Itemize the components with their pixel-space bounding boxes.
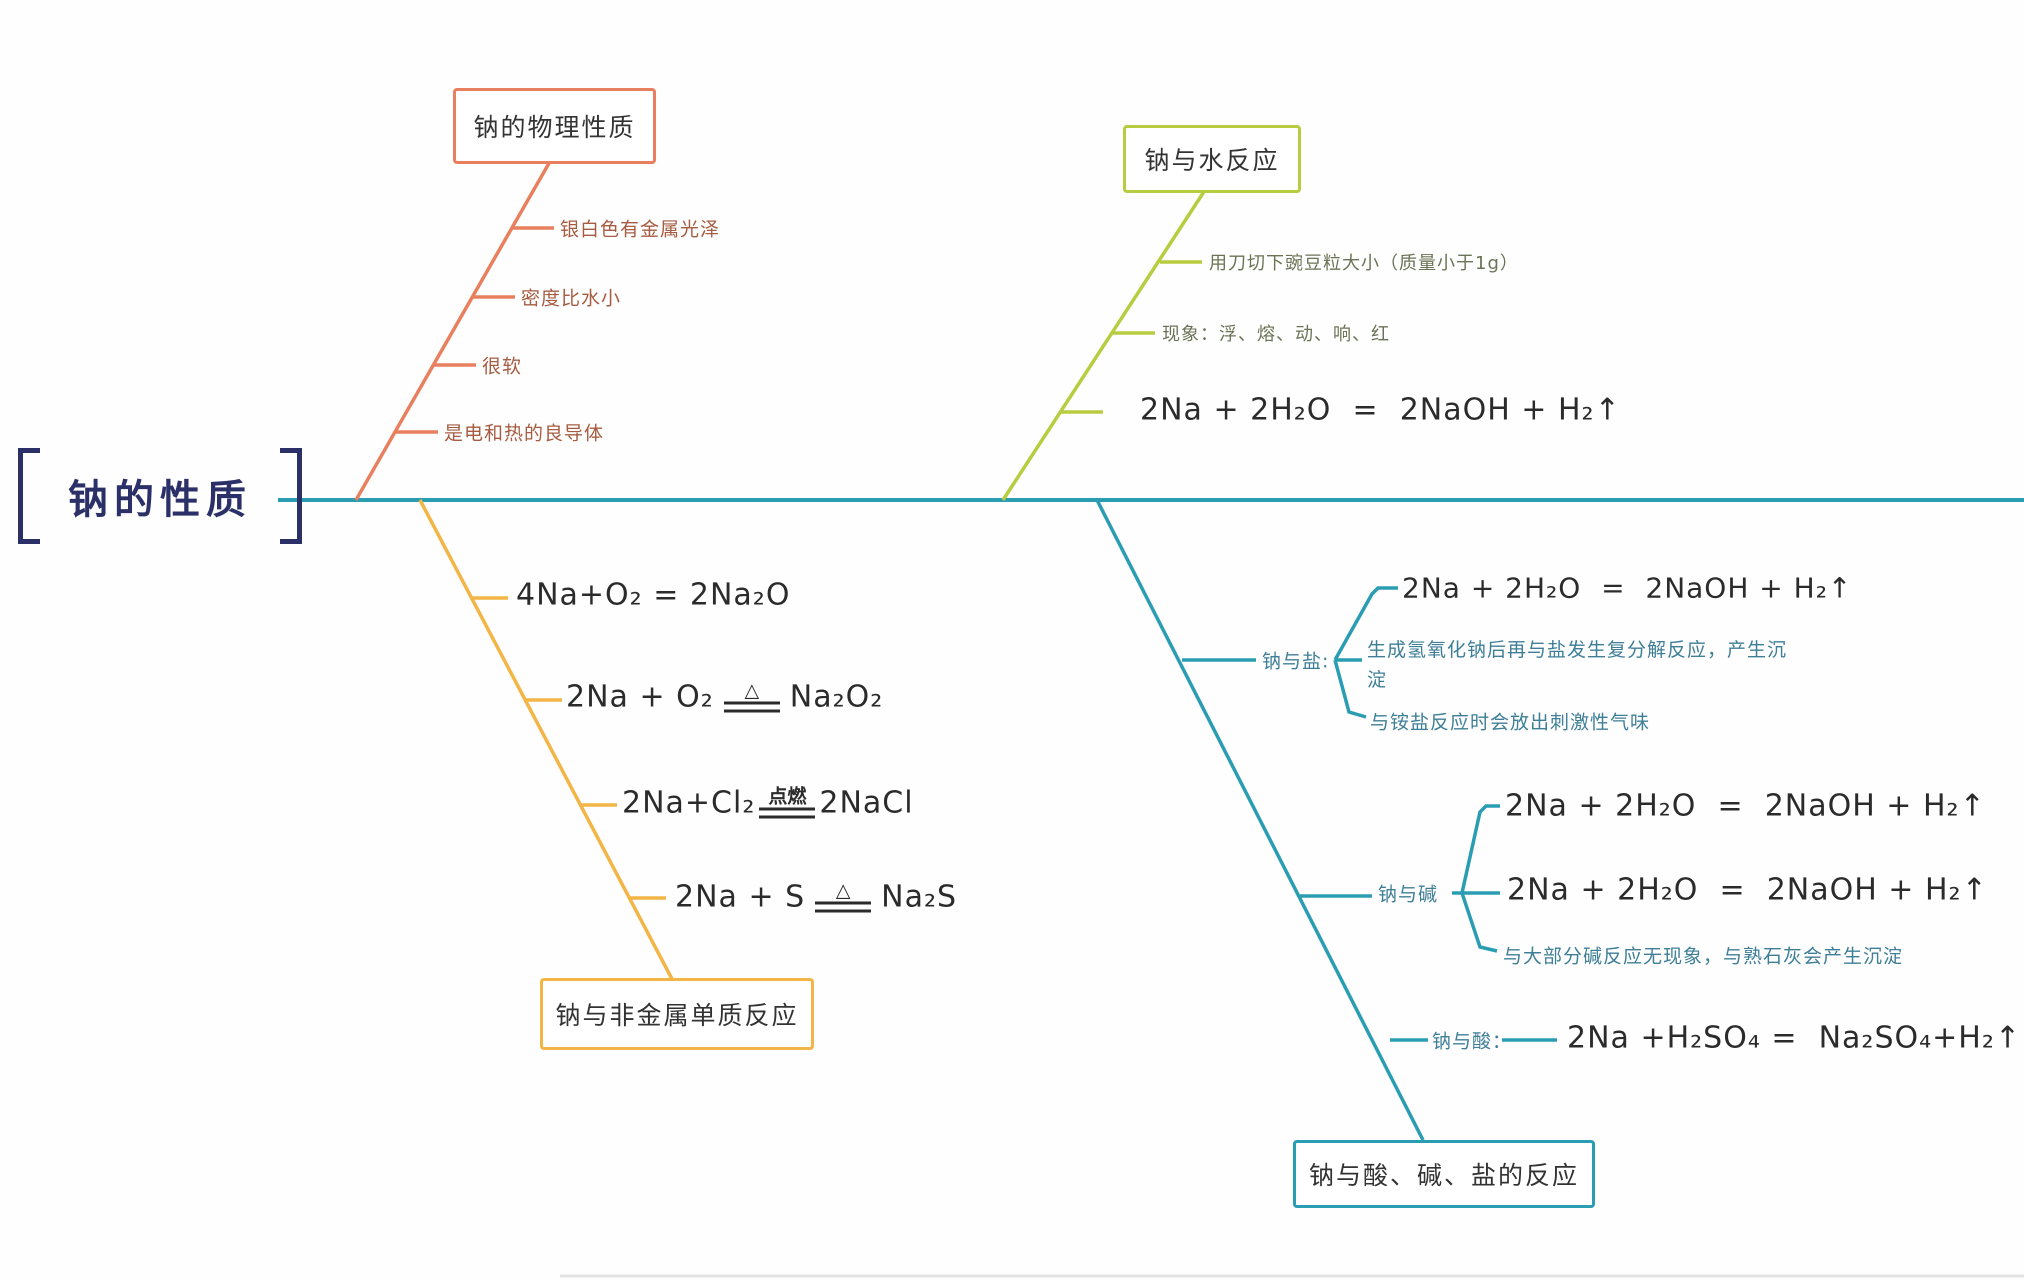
water-reaction-box: 钠与水反应 [1123,125,1301,193]
salt-note-ammonium: 与铵盐反应时会放出刺激性气味 [1370,711,1651,734]
acid-base-salt-box: 钠与酸、碱、盐的反应 [1293,1140,1595,1208]
delta-condition-icon: △ [815,881,872,913]
base-equation-1: 2Na + 2H₂O = 2NaOH + H₂↑ [1505,788,1986,824]
water-item-cut: 用刀切下豌豆粒大小（质量小于1g） [1209,253,1519,274]
physical-item-soft: 很软 [482,355,523,378]
ignite-condition-icon: 点燃 [759,787,816,819]
physical-item-luster: 银白色有金属光泽 [560,218,721,241]
main-title: 钠的性质 [18,448,302,544]
physical-properties-box: 钠的物理性质 [453,88,656,164]
bracket-right-icon [280,448,302,544]
acid-label: 钠与酸： [1432,1030,1513,1053]
main-title-text: 钠的性质 [68,477,252,523]
salt-equation: 2Na + 2H₂O = 2NaOH + H₂↑ [1402,571,1853,605]
reactions-branch-line [1095,499,1557,1141]
physical-properties-box-label: 钠的物理性质 [473,113,636,142]
salt-label: 钠与盐: [1262,650,1330,673]
water-branch-line [1001,186,1209,501]
physical-item-conductor: 是电和热的良导体 [444,422,605,445]
bracket-left-icon [18,448,40,544]
base-note: 与大部分碱反应无现象，与熟石灰会产生沉淀 [1503,945,1904,968]
water-equation: 2Na + 2H₂O = 2NaOH + H₂↑ [1140,392,1621,428]
nonmetal-reaction-box-label: 钠与非金属单质反应 [555,1001,799,1030]
equation-na-o2-peroxide: 2Na + O₂△Na₂O₂ [566,679,884,715]
acid-equation: 2Na +H₂SO₄ = Na₂SO₄+H₂↑ [1567,1020,2021,1056]
equation-na-o2-oxide: 4Na+O₂ = 2Na₂O [516,577,791,613]
water-reaction-box-label: 钠与水反应 [1144,146,1280,175]
water-item-phenomena: 现象：浮、熔、动、响、红 [1162,324,1390,345]
physical-item-density: 密度比水小 [521,287,622,310]
physical-branch-line [354,157,554,501]
salt-note-precipitate: 生成氢氧化钠后再与盐发生复分解反应，产生沉淀 [1367,639,1788,691]
base-equation-2: 2Na + 2H₂O = 2NaOH + H₂↑ [1507,872,1988,908]
equation-na-s: 2Na + S△Na₂S [675,879,958,915]
nonmetal-reaction-box: 钠与非金属单质反应 [540,978,814,1050]
base-label: 钠与碱 [1378,883,1439,906]
nonmetal-branch-line [418,499,674,980]
delta-condition-icon: △ [723,681,780,713]
acid-base-salt-box-label: 钠与酸、碱、盐的反应 [1308,1161,1579,1190]
